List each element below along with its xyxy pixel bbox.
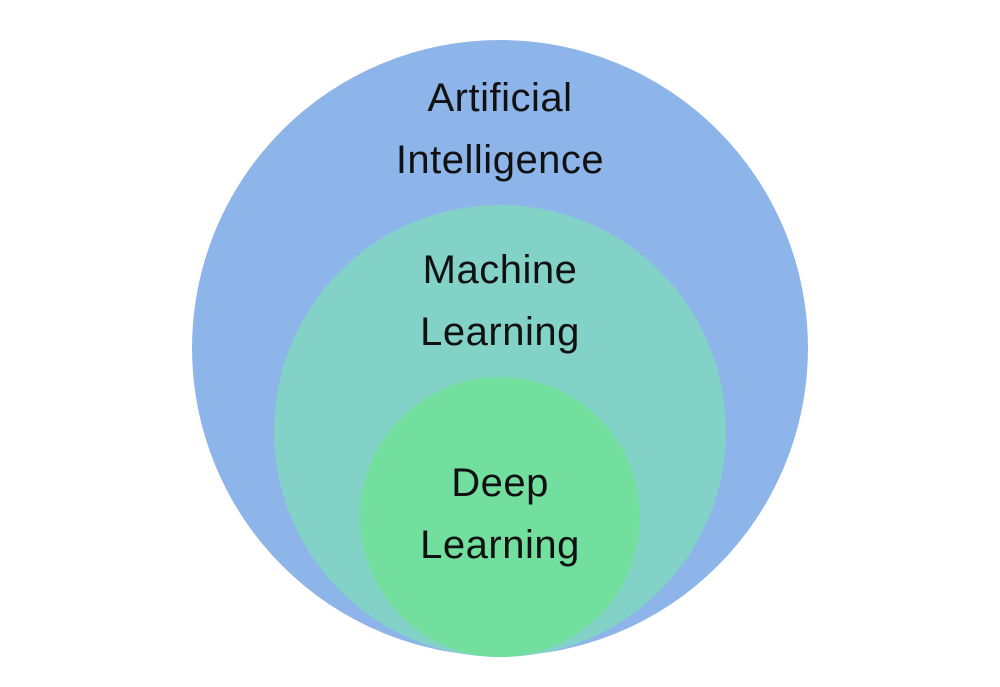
artificial-intelligence-label-line2: Intelligence bbox=[395, 138, 605, 182]
deep-learning-label-line2: Learning bbox=[420, 523, 580, 567]
deep-learning-label-line1: Deep bbox=[451, 461, 549, 505]
machine-learning-label-line1: Machine bbox=[422, 248, 578, 292]
machine-learning-label: Machine Learning bbox=[250, 239, 750, 363]
artificial-intelligence-label-line1: Artificial bbox=[427, 76, 573, 120]
machine-learning-label-line2: Learning bbox=[420, 310, 580, 354]
artificial-intelligence-label: Artificial Intelligence bbox=[250, 67, 750, 191]
deep-learning-circle bbox=[360, 377, 640, 657]
deep-learning-label: Deep Learning bbox=[250, 452, 750, 576]
